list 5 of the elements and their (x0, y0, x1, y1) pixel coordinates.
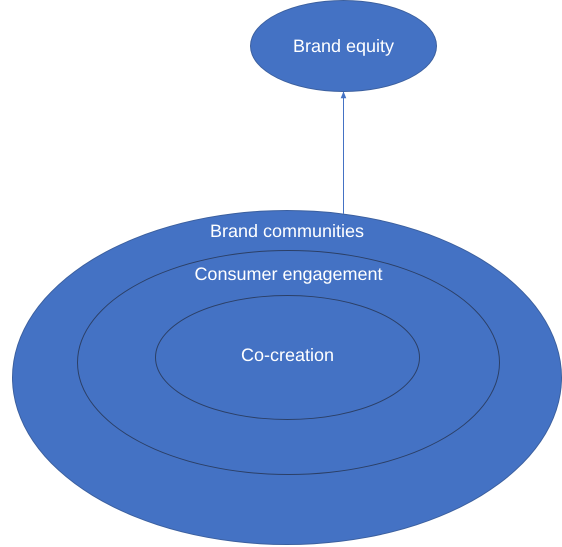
ellipse-label: Brand communities (210, 220, 364, 242)
arrow (340, 91, 346, 214)
ellipse-label: Co-creation (240, 344, 334, 366)
ellipse-label: Consumer engagement (194, 263, 383, 285)
ellipse-label: Brand equity (292, 35, 394, 57)
